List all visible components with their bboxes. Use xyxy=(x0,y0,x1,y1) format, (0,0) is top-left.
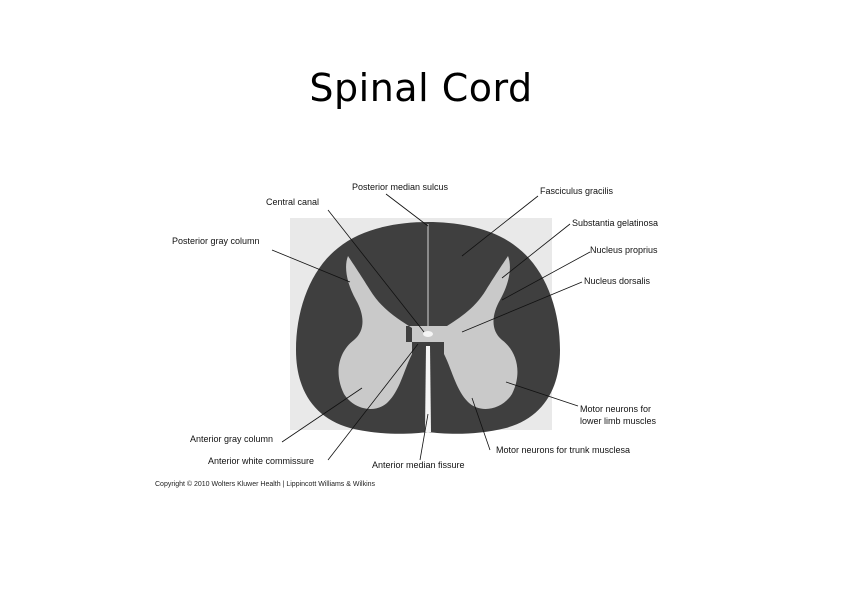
leader-anterior-median-fissure xyxy=(419,413,429,461)
label-fasciculus-gracilis: Fasciculus gracilis xyxy=(540,186,614,196)
label-anterior-median-fissure: Anterior median fissure xyxy=(372,460,465,470)
label-nucleus-proprius: Nucleus proprius xyxy=(590,245,658,255)
leader-nucleus-dorsalis xyxy=(461,281,583,333)
leader-posterior-median-sulcus xyxy=(385,193,429,227)
leader-motor-neurons-lower-limb xyxy=(505,381,579,407)
label-motor-neurons-trunk: Motor neurons for trunk musclesa xyxy=(496,445,631,455)
label-nucleus-dorsalis: Nucleus dorsalis xyxy=(584,276,651,286)
leader-anterior-white-commissure xyxy=(327,343,419,461)
leader-central-canal xyxy=(327,209,425,333)
anterior-median-fissure-mark xyxy=(425,346,431,432)
label-substantia-gelatinosa: Substantia gelatinosa xyxy=(572,218,659,228)
label-central-canal: Central canal xyxy=(266,197,320,207)
leader-anterior-gray-column xyxy=(281,387,363,443)
leader-substantia-gelatinosa xyxy=(501,223,571,279)
label-anterior-white-commissure: Anterior white commissure xyxy=(208,456,315,466)
spinal-cord-figure: Posterior median sulcus Central canal Po… xyxy=(150,170,710,500)
leader-motor-neurons-trunk xyxy=(471,397,491,451)
slide-title: Spinal Cord xyxy=(309,66,533,110)
copyright-notice: Copyright © 2010 Wolters Kluwer Health |… xyxy=(155,481,376,488)
label-anterior-gray-column: Anterior gray column xyxy=(190,434,274,444)
leader-lines xyxy=(271,193,591,461)
label-motor-neurons-lower-limb-line2: lower limb muscles xyxy=(580,416,657,426)
label-posterior-median-sulcus: Posterior median sulcus xyxy=(352,182,449,192)
spinal-cord-illustration xyxy=(271,193,591,461)
leader-fasciculus-gracilis xyxy=(461,195,539,257)
label-posterior-gray-column: Posterior gray column xyxy=(172,236,260,246)
central-canal-mark xyxy=(423,331,433,337)
leader-nucleus-proprius xyxy=(501,251,591,301)
leader-posterior-gray-column xyxy=(271,249,351,283)
label-motor-neurons-lower-limb-line1: Motor neurons for xyxy=(580,404,652,414)
